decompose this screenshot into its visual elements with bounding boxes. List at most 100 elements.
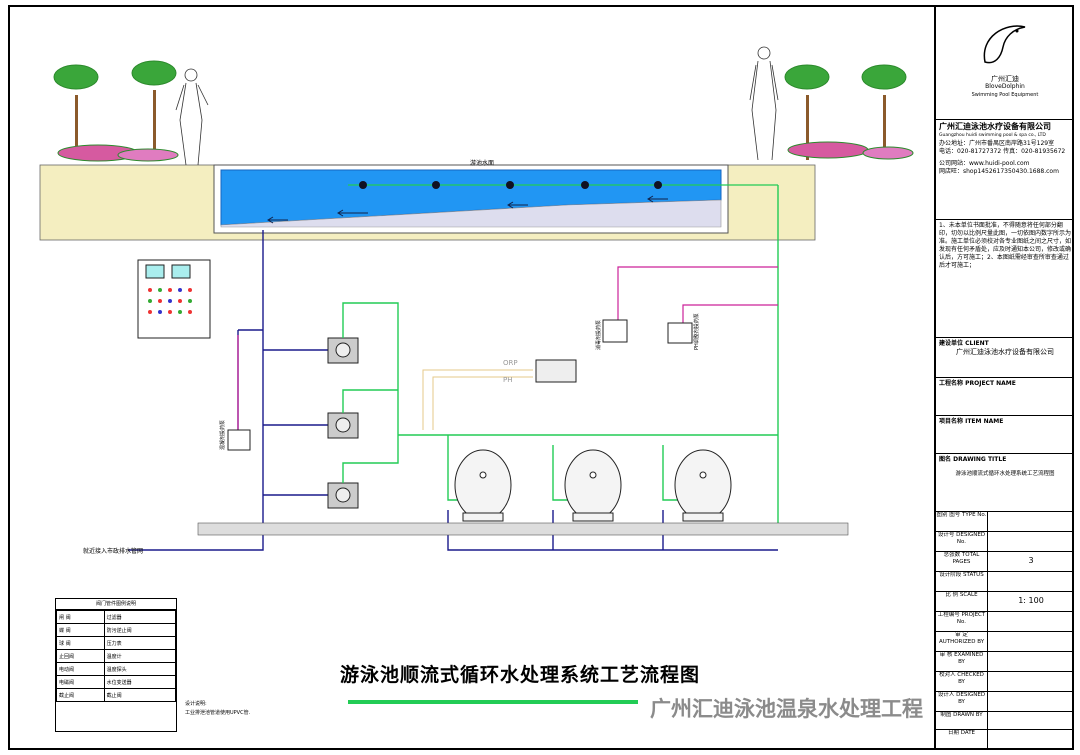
tb-row-value <box>988 632 1074 651</box>
tb-row-value <box>988 672 1074 691</box>
company-phone: 电话：020-81727372 传真：020-81935672 <box>939 148 1066 155</box>
sand-filter-1 <box>454 449 512 522</box>
legend-item: 压力表 <box>103 636 177 650</box>
tb-row-designed: 设计号 DESIGNED No. <box>936 532 1074 552</box>
item-field: 项目名称 ITEM NAME <box>936 416 1074 454</box>
orp-pump-label: 消毒剂投药泵 <box>595 320 602 350</box>
tb-row-label: 设计人 DESIGNED BY <box>936 692 988 711</box>
controller <box>535 359 577 383</box>
logo-area: 广州汇迪 BloveDolphin Swimming Pool Equipmen… <box>936 5 1074 120</box>
sand-filter-3 <box>674 449 732 522</box>
tb-row-value <box>988 512 1074 531</box>
tb-row-label: 审 核 EXAMINED BY <box>936 652 988 671</box>
legend-title: 阀门管件图例说明 <box>56 599 176 610</box>
legend-item: 防污逆止阀 <box>103 623 177 637</box>
legend-item: 温度计 <box>103 649 177 663</box>
company-name: 广州汇迪泳池水疗设备有限公司 <box>939 122 1051 131</box>
ph-pump-label: PH调整剂投药泵 <box>693 313 700 350</box>
floc-pump-label: 混凝剂投药泵 <box>219 420 226 450</box>
legend-item: 过滤器 <box>103 610 177 624</box>
landscape-right <box>784 64 914 160</box>
legend-item: 水位变送器 <box>103 675 177 689</box>
watermark: 广州汇迪泳池温泉水处理工程 <box>650 697 923 721</box>
orp-label: ORP <box>503 359 518 367</box>
project-field: 工程名称 PROJECT NAME <box>936 378 1074 416</box>
company-shop: 网店旺：shop1452617350430.1688.com <box>939 168 1059 175</box>
design-note-title: 设计说明: <box>185 701 207 707</box>
person-left <box>175 68 209 166</box>
tb-row-authorized: 审 定 AUTHORIZED BY <box>936 632 1074 652</box>
design-note: 设计说明: 工业排泄池管道使用UPVC管. <box>185 700 250 718</box>
client-field: 建设单位 CLIENT 广州汇迪泳池水疗设备有限公司 <box>936 338 1074 378</box>
company-en: Guangzhou huidi swimming pool & spa co.,… <box>939 133 1046 138</box>
tb-row-pages: 总张数 TOTAL PAGES 3 <box>936 552 1074 572</box>
title-block: 广州汇迪 BloveDolphin Swimming Pool Equipmen… <box>934 5 1074 750</box>
item-label: 项目名称 ITEM NAME <box>939 418 1004 425</box>
drawing-title-field: 图名 DRAWING TITLE 游泳池顺流式循环水处理系统工艺流程图 <box>936 454 1074 512</box>
company-info: 广州汇迪泳池水疗设备有限公司 Guangzhou huidi swimming … <box>936 120 1074 220</box>
tb-row-value <box>988 652 1074 671</box>
sand-filter-2 <box>564 449 622 522</box>
legend-item: 温度探头 <box>103 662 177 676</box>
legend-item: 蝶 阀 <box>56 623 105 637</box>
logo-en1: BloveDolphin <box>985 83 1025 90</box>
tb-row-value <box>988 532 1074 551</box>
tb-row-type: 图别 图号 TYPE No. <box>936 512 1074 532</box>
drawing-label: 图名 DRAWING TITLE <box>939 456 1007 463</box>
tb-row-value <box>988 612 1074 631</box>
tb-row-label: 比 例 SCALE <box>936 592 988 611</box>
tb-row-label: 工程编号 PROJECT No. <box>936 612 988 631</box>
person-right <box>749 46 779 161</box>
tb-row-value <box>988 730 1074 748</box>
dolphin-logo-icon <box>983 25 1026 64</box>
logo-text: 广州汇迪 <box>991 75 1019 83</box>
tb-row-label: 总张数 TOTAL PAGES <box>936 552 988 571</box>
ph-label: PH <box>503 376 513 384</box>
company-address: 办公地址：广州市番禺区南岸路31号129室 <box>939 140 1055 147</box>
orp-dosing-tank <box>602 319 628 343</box>
drawing-notes: 1、未本单位书面批准，不得随意将任何部分翻印，切勿以比例尺量此图，一切依图内数字… <box>936 220 1074 338</box>
tb-row-checked: 校对人 CHECKED BY <box>936 672 1074 692</box>
tb-row-value: 3 <box>1028 556 1034 565</box>
process-diagram: 游池水面 <box>39 46 914 704</box>
ph-dosing-tank <box>667 322 693 344</box>
floor-slab <box>197 522 849 536</box>
floc-dosing-tank <box>227 429 251 451</box>
tb-row-scale: 比 例 SCALE 1: 100 <box>936 592 1074 612</box>
design-note-text: 工业排泄池管道使用UPVC管. <box>185 710 251 716</box>
water-surface-label: 游池水面 <box>470 159 494 167</box>
client-value: 广州汇迪泳池水疗设备有限公司 <box>956 348 1054 356</box>
diagram-title: 游泳池顺流式循环水处理系统工艺流程图 <box>340 664 701 686</box>
legend-item: 球 阀 <box>56 636 105 650</box>
legend-item: 电磁阀 <box>56 675 105 689</box>
tb-row-label: 制图 DRAWN BY <box>936 712 988 729</box>
project-label: 工程名称 PROJECT NAME <box>939 380 1016 387</box>
tb-row-value: 1: 100 <box>1018 596 1044 605</box>
legend-item: 截止阀 <box>103 688 177 702</box>
tb-row-label: 日期 DATE <box>936 730 988 748</box>
title-underline <box>348 700 638 704</box>
pump-1 <box>327 337 359 364</box>
tb-row-label: 设计阶段 STATUS <box>936 572 988 591</box>
landscape-left <box>53 60 179 162</box>
tb-row-drawn: 制图 DRAWN BY <box>936 712 1074 730</box>
legend-table: 闸 阀过滤器 蝶 阀防污逆止阀 球 阀压力表 止回阀温度计 电动阀温度探头 电磁… <box>56 610 177 702</box>
tb-row-label: 审 定 AUTHORIZED BY <box>936 632 988 651</box>
legend-item: 电动阀 <box>56 662 105 676</box>
tb-row-label: 图别 图号 TYPE No. <box>936 512 988 531</box>
discharge-label: 就近接入市政排水管网 <box>83 547 143 555</box>
tb-row-designer: 设计人 DESIGNED BY <box>936 692 1074 712</box>
client-label: 建设单位 CLIENT <box>939 340 989 347</box>
company-website: 公司网站：www.huidi-pool.com <box>939 160 1030 167</box>
logo-en2: Swimming Pool Equipment <box>971 92 1039 98</box>
tb-row-label: 设计号 DESIGNED No. <box>936 532 988 551</box>
tb-row-value <box>988 712 1074 729</box>
tb-row-project-no: 工程编号 PROJECT No. <box>936 612 1074 632</box>
tb-row-value <box>988 572 1074 591</box>
legend-item: 闸 阀 <box>56 610 105 624</box>
tb-row-examined: 审 核 EXAMINED BY <box>936 652 1074 672</box>
pump-2 <box>327 412 359 439</box>
tb-row-value <box>988 692 1074 711</box>
legend-item: 止回阀 <box>56 649 105 663</box>
tb-row-status: 设计阶段 STATUS <box>936 572 1074 592</box>
